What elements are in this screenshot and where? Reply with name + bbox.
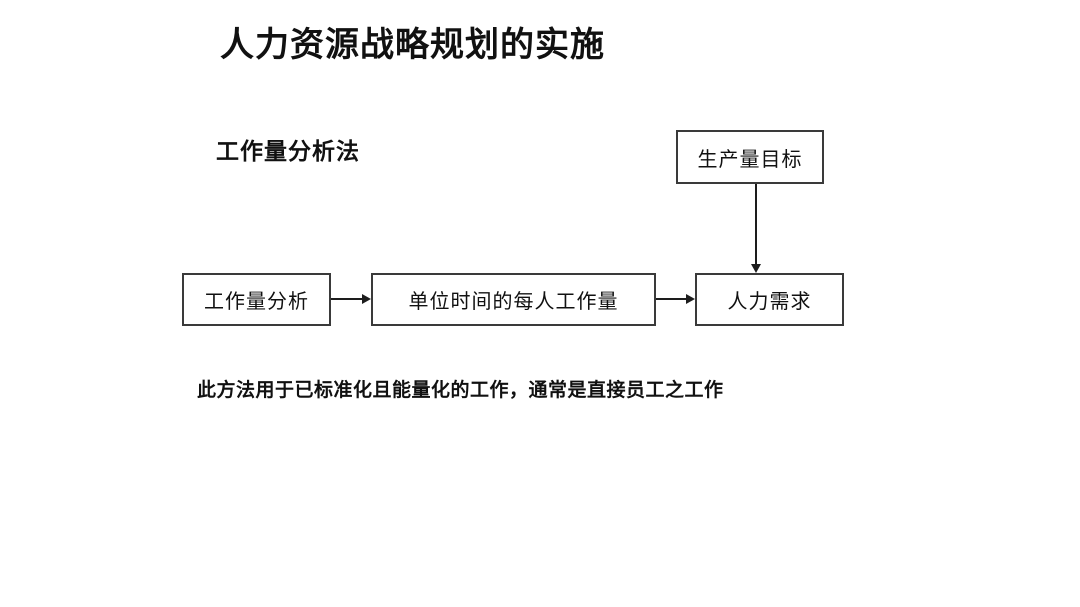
page-title: 人力资源战略规划的实施 — [220, 26, 605, 64]
arrow-right-icon — [362, 294, 371, 304]
connector-per-person-to-hr-demand — [656, 298, 687, 300]
flow-node-workload-per-person[interactable]: 单位时间的每人工作量 — [371, 273, 656, 326]
flow-node-production-target[interactable]: 生产量目标 — [676, 130, 824, 184]
section-title: 工作量分析法 — [216, 138, 360, 164]
flow-node-workload-analysis[interactable]: 工作量分析 — [182, 273, 331, 326]
footnote-text: 此方法用于已标准化且能量化的工作，通常是直接员工之工作 — [197, 380, 724, 401]
arrow-right-icon — [686, 294, 695, 304]
arrow-down-icon — [751, 264, 761, 273]
connector-workload-to-per-person — [331, 298, 363, 300]
connector-production-to-hr-demand — [755, 184, 757, 266]
flow-node-hr-demand[interactable]: 人力需求 — [695, 273, 844, 326]
